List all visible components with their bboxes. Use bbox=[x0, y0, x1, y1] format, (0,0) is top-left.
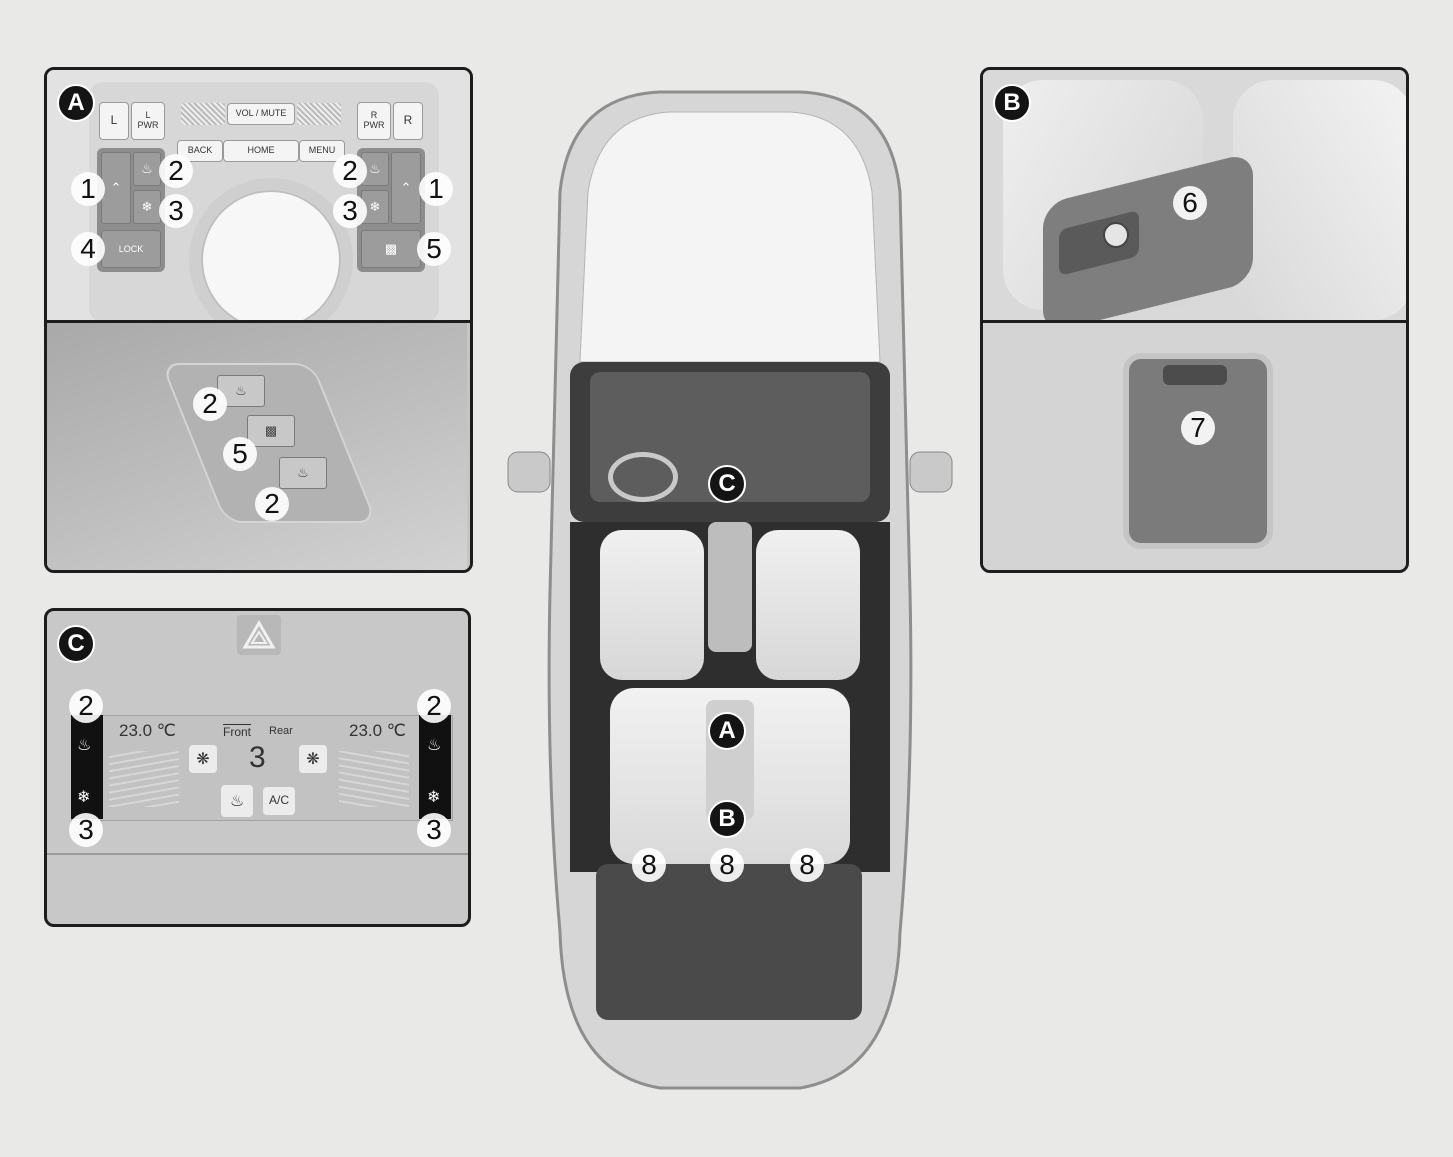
panel-b-upper: 6 bbox=[983, 70, 1406, 320]
fan-left-button[interactable]: ❋ bbox=[189, 745, 217, 773]
badge-c: C bbox=[57, 625, 95, 663]
callout-2-door-top: 2 bbox=[193, 387, 227, 421]
callout-2-c-right: 2 bbox=[417, 689, 451, 723]
callout-8-right: 8 bbox=[790, 848, 824, 882]
badge-a: A bbox=[57, 84, 95, 122]
badge-car-c: C bbox=[708, 465, 746, 503]
key-r-pwr[interactable]: R PWR bbox=[357, 102, 391, 140]
callout-5: 5 bbox=[417, 232, 451, 266]
left-seat-touch-strip bbox=[71, 715, 103, 819]
steering-wheel bbox=[608, 452, 678, 502]
rear-seat-right bbox=[1233, 80, 1406, 320]
left-seat-vent-icon[interactable]: ❄ bbox=[77, 789, 91, 806]
hazard-icon bbox=[237, 615, 281, 655]
callout-1-right: 1 bbox=[419, 172, 453, 206]
temp-left: 23.0 ℃ bbox=[119, 721, 176, 740]
armrest-knob[interactable] bbox=[1103, 222, 1129, 248]
console-handle[interactable] bbox=[1163, 365, 1227, 385]
callout-4: 4 bbox=[71, 232, 105, 266]
speaker-grille-left bbox=[181, 103, 225, 125]
speaker-grille-right bbox=[297, 103, 341, 125]
door-seat-heat-button-2[interactable]: ♨ bbox=[279, 457, 327, 489]
callout-5-door: 5 bbox=[223, 437, 257, 471]
steering-heat-icon: ♨ bbox=[229, 793, 245, 810]
right-seat-position-button[interactable]: ⌃ bbox=[391, 152, 421, 224]
badge-car-a: A bbox=[708, 712, 746, 750]
callout-7: 7 bbox=[1181, 411, 1215, 445]
left-seat-position-button[interactable]: ⌃ bbox=[101, 152, 131, 224]
callout-3-c-right: 3 bbox=[417, 813, 451, 847]
callout-8-center: 8 bbox=[710, 848, 744, 882]
callout-3-c-left: 3 bbox=[69, 813, 103, 847]
fan-icon: ❋ bbox=[196, 751, 210, 768]
key-r[interactable]: R bbox=[393, 102, 423, 140]
panel-b: 6 7 B bbox=[980, 67, 1409, 573]
door-seat-button-5[interactable]: ▩ bbox=[247, 415, 295, 447]
steering-heat-button[interactable]: ♨ bbox=[221, 785, 253, 817]
callout-2-c-left: 2 bbox=[69, 689, 103, 723]
callout-2-door-bottom: 2 bbox=[255, 487, 289, 521]
right-seat-vent-icon[interactable]: ❄ bbox=[427, 789, 441, 806]
badge-b: B bbox=[993, 84, 1031, 122]
right-seat-touch-strip bbox=[419, 715, 451, 819]
callout-6: 6 bbox=[1173, 186, 1207, 220]
panel-c-bottom-trim bbox=[47, 853, 468, 855]
panel-a-divider bbox=[47, 320, 470, 323]
lock-button[interactable]: LOCK bbox=[101, 230, 161, 268]
front-seat-right bbox=[756, 530, 860, 680]
passenger-seat-button[interactable]: ▩ bbox=[361, 230, 421, 268]
left-seat-vent-button[interactable]: ❄ bbox=[133, 190, 161, 224]
key-menu[interactable]: MENU bbox=[299, 140, 345, 162]
panel-a-upper: L L PWR VOL / MUTE R PWR R BACK HOME MEN… bbox=[47, 70, 470, 320]
front-tab[interactable]: Front bbox=[223, 724, 252, 739]
callout-3-right: 3 bbox=[333, 194, 367, 228]
airflow-lines-right bbox=[339, 751, 409, 807]
front-seat-left bbox=[600, 530, 704, 680]
callout-2-left: 2 bbox=[159, 154, 193, 188]
panel-b-lower: 7 bbox=[983, 323, 1406, 570]
key-l-pwr[interactable]: L PWR bbox=[131, 102, 165, 140]
temp-right: 23.0 ℃ bbox=[349, 721, 406, 740]
left-seat-heat-button[interactable]: ♨ bbox=[133, 152, 161, 186]
badge-car-b: B bbox=[708, 800, 746, 838]
key-back[interactable]: BACK bbox=[177, 140, 223, 162]
key-home[interactable]: HOME bbox=[223, 140, 299, 162]
fan-speed: 3 bbox=[249, 741, 266, 774]
panel-a: L L PWR VOL / MUTE R PWR R BACK HOME MEN… bbox=[44, 67, 473, 573]
callout-3-left: 3 bbox=[159, 194, 193, 228]
key-l[interactable]: L bbox=[99, 102, 129, 140]
callout-1-left: 1 bbox=[71, 172, 105, 206]
ac-button[interactable]: A/C bbox=[263, 787, 295, 815]
right-seat-heat-icon[interactable]: ♨ bbox=[427, 737, 442, 754]
panel-a-lower: ♨ ▩ ♨ 2 5 2 bbox=[47, 323, 470, 570]
center-console bbox=[708, 522, 752, 652]
fan-right-button[interactable]: ❋ bbox=[299, 745, 327, 773]
panel-b-divider bbox=[983, 320, 1406, 323]
airflow-lines-left bbox=[109, 751, 179, 807]
fan-icon: ❋ bbox=[306, 751, 320, 768]
left-seat-heat-icon[interactable]: ♨ bbox=[77, 737, 92, 754]
panel-c: ♨ ❄ ♨ ❄ 23.0 ℃ 23.0 ℃ Front Rear ❋ 3 ❋ ♨… bbox=[44, 608, 471, 927]
key-vol-mute[interactable]: VOL / MUTE bbox=[227, 103, 295, 125]
callout-2-right: 2 bbox=[333, 154, 367, 188]
car-top-view: C A B 8 8 8 bbox=[500, 72, 960, 1102]
callout-8-left: 8 bbox=[632, 848, 666, 882]
lock-label: LOCK bbox=[118, 244, 144, 254]
console-lid bbox=[1123, 353, 1273, 549]
rear-tab[interactable]: Rear bbox=[269, 725, 293, 737]
